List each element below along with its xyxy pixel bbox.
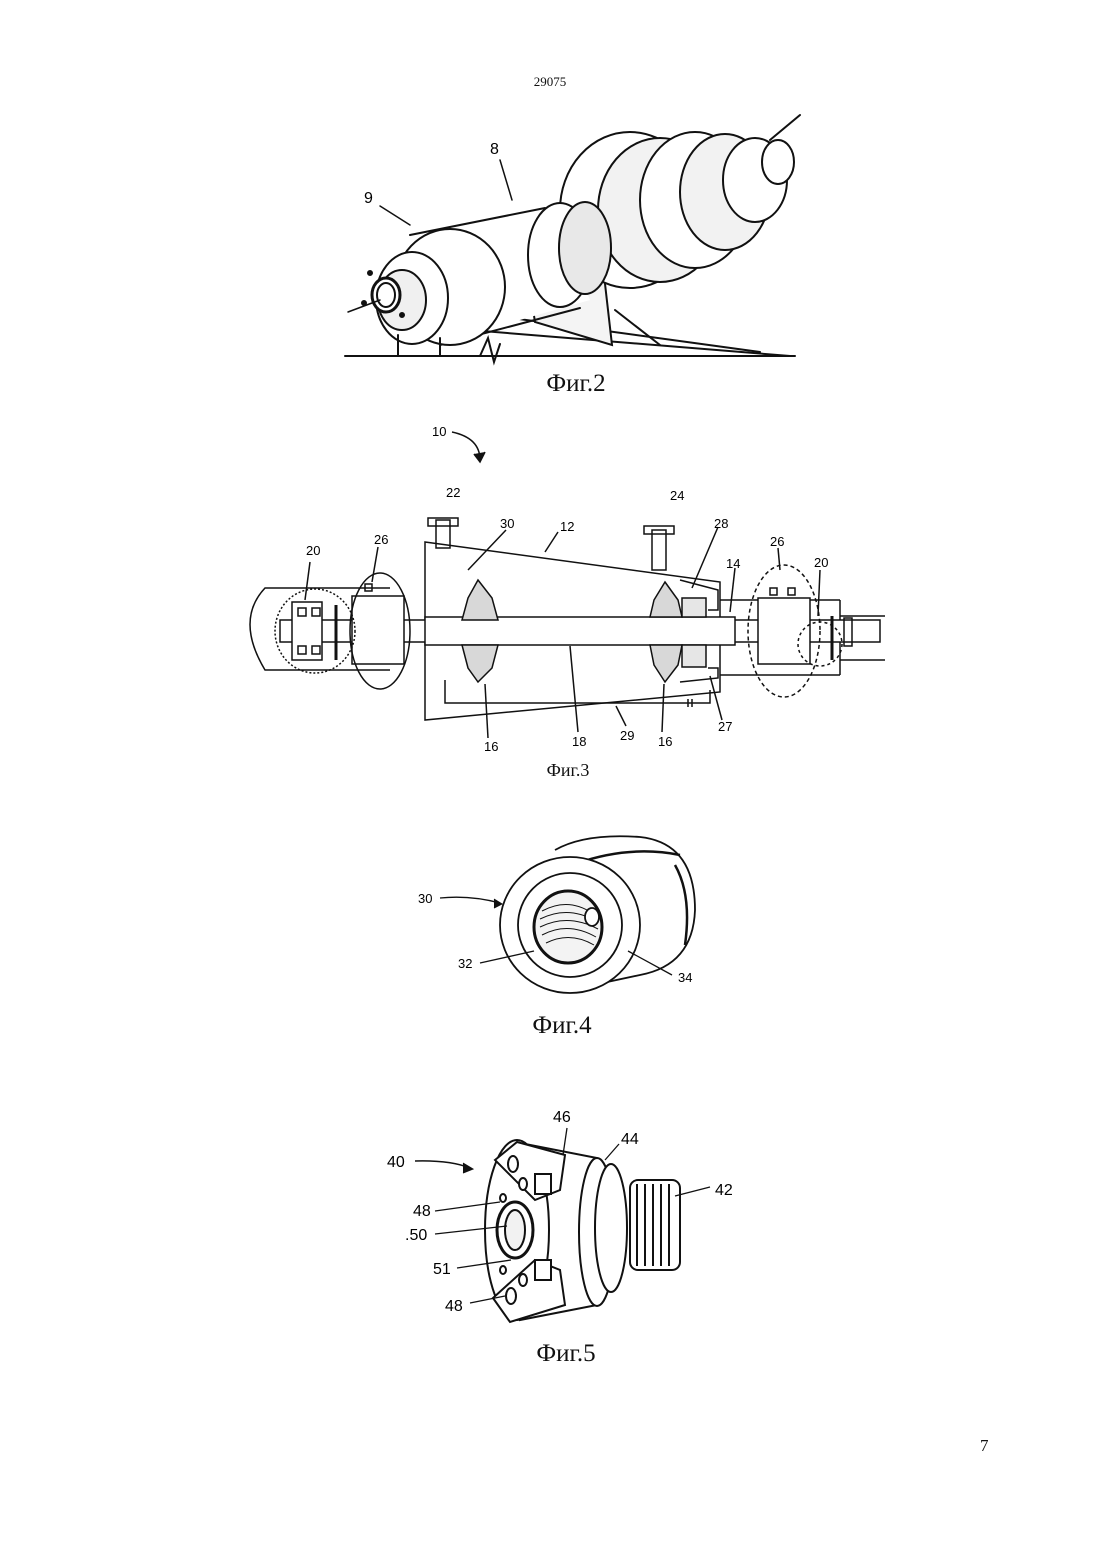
- fig4-label-30: 30: [418, 891, 432, 906]
- figure-5-drawing: 46 44 40 42 48 .50 51 48: [375, 1100, 775, 1330]
- fig3-label-26-right: 26: [770, 534, 784, 549]
- fig5-label-48-top: 48: [413, 1203, 431, 1220]
- fig4-label-32: 32: [458, 956, 472, 971]
- fig5-label-50: .50: [405, 1227, 427, 1244]
- fig3-label-26-left: 26: [374, 532, 388, 547]
- fig5-label-44: 44: [621, 1131, 639, 1148]
- fig3-label-28: 28: [714, 516, 728, 531]
- fig2-label-8: 8: [490, 141, 499, 158]
- fig3-label-16-right: 16: [658, 734, 672, 749]
- fig3-label-24: 24: [670, 488, 684, 503]
- fig3-label-20-right: 20: [814, 555, 828, 570]
- fig3-label-18: 18: [572, 734, 586, 749]
- page-number: 7: [980, 1436, 989, 1456]
- fig3-label-10: 10: [432, 424, 446, 439]
- fig3-label-27: 27: [718, 719, 732, 734]
- figure-4-caption: Фиг.4: [462, 1012, 662, 1040]
- document-number: 29075: [0, 74, 1100, 90]
- fig3-label-20-left: 20: [306, 543, 320, 558]
- fig3-label-14: 14: [726, 556, 740, 571]
- fig3-label-22: 22: [446, 485, 460, 500]
- fig3-label-30: 30: [500, 516, 514, 531]
- figure-5-caption: Фиг.5: [466, 1340, 666, 1368]
- fig5-label-40: 40: [387, 1154, 405, 1171]
- fig5-label-42: 42: [715, 1182, 733, 1199]
- figure-2-caption: Фиг.2: [476, 370, 676, 398]
- fig5-label-46: 46: [553, 1109, 571, 1126]
- fig5-label-48-bottom: 48: [445, 1298, 463, 1315]
- figure-2-drawing: 8 9: [330, 100, 810, 370]
- fig3-label-12: 12: [560, 519, 574, 534]
- figure-3-drawing: 10 22 24 30 12 28 26 26 20 20 14 16 18 2…: [240, 420, 890, 760]
- fig5-label-51: 51: [433, 1261, 451, 1278]
- figure-3-caption: Фиг.3: [488, 760, 648, 781]
- fig4-label-34: 34: [678, 970, 692, 985]
- fig3-label-16-left: 16: [484, 739, 498, 754]
- fig2-label-9: 9: [364, 190, 373, 207]
- fig3-label-29: 29: [620, 728, 634, 743]
- figure-4-drawing: 30 32 34: [410, 825, 720, 1005]
